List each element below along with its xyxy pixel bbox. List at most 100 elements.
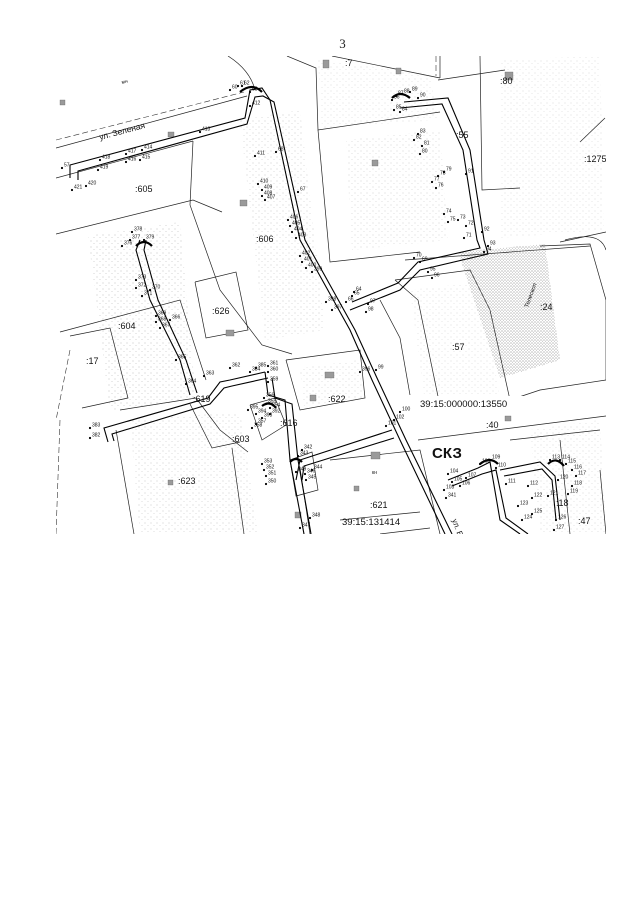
survey-point-marker [268, 406, 272, 410]
survey-point-marker [400, 92, 404, 96]
survey-point: 371 [140, 291, 153, 298]
survey-point-label: 71 [466, 233, 472, 239]
survey-point-label: 84 [402, 107, 408, 113]
survey-point-marker [444, 496, 448, 500]
survey-point: 110 [494, 463, 506, 470]
survey-point-label: 408 [264, 191, 273, 197]
survey-point: 351 [264, 471, 277, 478]
survey-point-marker [266, 364, 270, 368]
survey-point: 67 [296, 187, 306, 194]
survey-point: 60 [228, 85, 238, 92]
survey-point-label: 120 [560, 475, 569, 481]
survey-point-marker [304, 478, 308, 482]
survey-point: 356 [262, 393, 275, 400]
parcel-label-57: :57 [452, 342, 465, 352]
survey-point-marker [298, 254, 302, 258]
survey-point: 65 [350, 291, 360, 298]
survey-point-marker [88, 436, 92, 440]
survey-point-label: 108 [482, 459, 491, 465]
survey-point: 406 [286, 215, 299, 222]
survey-point-label: 393 [264, 413, 273, 419]
survey-point: 362 [228, 363, 241, 370]
survey-point: 358 [250, 423, 263, 430]
survey-point: 64 [352, 287, 362, 294]
parcel-label-604: :604 [118, 321, 136, 331]
survey-point-label: 109 [492, 455, 501, 461]
survey-point-marker [262, 468, 266, 472]
survey-point-label: 92 [484, 227, 490, 233]
survey-point: 82 [412, 135, 422, 142]
survey-point: 90 [416, 93, 426, 100]
survey-point-label: 346 [307, 469, 316, 475]
survey-point: 377 [128, 235, 141, 242]
survey-point-marker [138, 158, 142, 162]
cadastral-map[interactable]: ул. Зеленая ул. Бар :7 :80 :55 :1275 :60… [56, 56, 606, 534]
street-label-partial: ул. Бар [450, 518, 468, 534]
survey-point: 69 [418, 257, 428, 264]
survey-point-label: 75 [450, 217, 456, 223]
survey-point-label: 398 [328, 297, 337, 303]
survey-point-label: 379 [146, 235, 155, 241]
parcel-label-55: :55 [456, 130, 469, 140]
survey-point-marker [294, 470, 298, 474]
survey-point-label: 85 [396, 105, 402, 111]
survey-point-label: 364 [188, 379, 197, 385]
survey-point-marker [262, 396, 266, 400]
survey-point: 396 [358, 367, 371, 374]
survey-point: 395 [246, 405, 259, 412]
parcel-label-626: :626 [212, 306, 230, 316]
survey-point-marker [228, 88, 232, 92]
survey-point-label: 382 [92, 433, 101, 439]
survey-point: 94 [482, 247, 492, 254]
survey-point-label: 57 [64, 163, 70, 169]
survey-point: 102 [392, 415, 405, 422]
map-frame[interactable]: ул. Зеленая ул. Бар :7 :80 :55 :1275 :60… [56, 56, 606, 534]
survey-point: 384 [248, 367, 261, 374]
survey-point-label: 105 [454, 477, 463, 483]
survey-point: 373 [134, 275, 147, 282]
survey-point-marker [548, 458, 552, 462]
survey-point: 120 [556, 475, 569, 482]
survey-point-marker [140, 294, 144, 298]
survey-point-label: 362 [232, 363, 241, 369]
survey-point-marker [296, 454, 300, 458]
survey-point-marker [260, 188, 264, 192]
survey-point: 410 [256, 179, 269, 186]
survey-point-label: 371 [144, 291, 153, 297]
survey-point-label: 407 [267, 195, 276, 201]
survey-point-marker [266, 380, 270, 384]
survey-point: 367 [158, 323, 171, 330]
survey-point: 418 [98, 155, 111, 162]
survey-point: 349 [294, 467, 307, 474]
survey-point: 115 [564, 459, 576, 466]
survey-point-label: 102 [396, 415, 405, 421]
survey-point-marker [254, 412, 258, 416]
survey-point-marker [412, 256, 416, 260]
survey-point-marker [384, 424, 388, 428]
survey-point: 378 [130, 227, 143, 234]
survey-point: 104 [446, 469, 459, 476]
survey-point-label: 91 [468, 169, 474, 175]
survey-point-label: 106 [462, 481, 471, 487]
survey-point-marker [288, 224, 292, 228]
survey-point-label: 127 [556, 525, 565, 531]
survey-point-marker [268, 412, 272, 416]
survey-point: 416 [124, 157, 137, 164]
survey-point: 393 [260, 413, 273, 420]
survey-point: 382 [88, 433, 101, 440]
survey-point-marker [374, 368, 378, 372]
survey-point-marker [294, 236, 298, 240]
survey-point-label: 68 [278, 147, 284, 153]
survey-point-marker [416, 132, 420, 136]
survey-point-label: 72 [468, 221, 474, 227]
survey-point: 364 [184, 379, 197, 386]
survey-point-marker [174, 358, 178, 362]
survey-point-label: 395 [250, 405, 259, 411]
survey-point-label: 372 [138, 283, 147, 289]
survey-point: 122 [530, 493, 543, 500]
survey-point: 408 [260, 191, 273, 198]
survey-point: 379 [142, 235, 155, 242]
survey-point: 361 [266, 361, 279, 368]
survey-point-label: 119 [570, 489, 578, 495]
